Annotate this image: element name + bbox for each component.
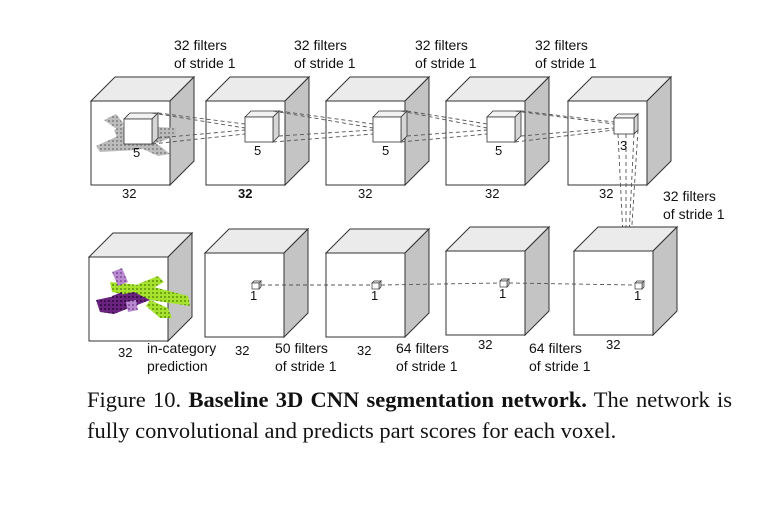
- caption-body: The network is fully convolutional and p…: [87, 387, 733, 443]
- kernel-cube-bottom-3: [499, 278, 510, 288]
- bottom-kernel-label-1: 1: [250, 288, 257, 303]
- top-size-label-4: 32: [485, 186, 499, 201]
- side-filter-label-line1: 32 filters: [663, 188, 716, 204]
- caption-title: Baseline 3D CNN segmentation network.: [188, 387, 587, 412]
- receptive-field-lines-top: [151, 110, 615, 145]
- top-kernel-label-1: 5: [133, 145, 140, 160]
- kernel-cube-top-5: [613, 113, 639, 135]
- bottom-filter-label-1-line1: 50 filters: [275, 340, 328, 356]
- side-filter-label-line2: of stride 1: [663, 206, 725, 222]
- bottom-cube-2: [203, 227, 310, 339]
- kernel-cube-bottom-2: [371, 280, 382, 290]
- cnn-diagram: 32 filters of stride 1 32 filters of str…: [87, 37, 725, 374]
- kernel-cube-top-1: [123, 112, 159, 145]
- top-filter-label-2-line2: of stride 1: [294, 55, 356, 71]
- top-filter-label-2-line1: 32 filters: [294, 37, 347, 53]
- top-size-label-2: 32: [238, 186, 252, 201]
- top-filter-label-1-line1: 32 filters: [174, 37, 227, 53]
- top-kernel-label-4: 5: [495, 143, 502, 158]
- bottom-cube-5: [572, 225, 679, 337]
- top-cube-2: [204, 75, 311, 187]
- kernel-cube-bottom-1: [251, 280, 262, 290]
- kernel-cube-bottom-4: [634, 280, 645, 290]
- bottom-size-label-1: 32: [118, 345, 132, 360]
- bottom-filter-label-2-line2: of stride 1: [396, 358, 458, 374]
- top-filter-label-4-line2: of stride 1: [535, 55, 597, 71]
- top-size-label-5: 32: [599, 186, 613, 201]
- bottom-size-label-2: 32: [235, 343, 249, 358]
- top-size-label-1: 32: [122, 186, 136, 201]
- bottom-filter-label-1-line2: of stride 1: [275, 358, 337, 374]
- top-filter-label-3-line2: of stride 1: [415, 55, 477, 71]
- bottom-size-label-4: 32: [478, 337, 492, 352]
- bottom-kernel-label-2: 1: [371, 288, 378, 303]
- receptive-field-lines-bottom: [261, 282, 636, 286]
- bottom-kernel-label-4: 1: [634, 288, 641, 303]
- prediction-label-line1: in-category: [147, 340, 216, 356]
- top-filter-label-4-line1: 32 filters: [535, 37, 588, 53]
- kernel-cube-top-2: [244, 110, 280, 143]
- caption-prefix: Figure 10.: [87, 387, 182, 412]
- bottom-size-label-3: 32: [357, 343, 371, 358]
- bottom-kernel-label-3: 1: [499, 286, 506, 301]
- top-kernel-label-3: 5: [382, 143, 389, 158]
- top-filter-label-1-line2: of stride 1: [174, 55, 236, 71]
- bottom-cube-3: [324, 227, 431, 339]
- kernel-cube-top-4: [486, 110, 522, 143]
- figure-caption: Figure 10. Baseline 3D CNN segmentation …: [87, 384, 732, 446]
- top-kernel-label-5: 3: [620, 138, 627, 153]
- top-filter-label-3-line1: 32 filters: [415, 37, 468, 53]
- bottom-cube-4: [444, 225, 551, 337]
- kernel-cube-top-3: [372, 110, 408, 143]
- top-kernel-label-2: 5: [254, 143, 261, 158]
- bottom-filter-label-3-line2: of stride 1: [529, 358, 591, 374]
- bottom-filter-label-3-line1: 64 filters: [529, 340, 582, 356]
- prediction-label-line2: prediction: [147, 358, 208, 374]
- bottom-filter-label-2-line1: 64 filters: [396, 340, 449, 356]
- bottom-size-label-5: 32: [606, 337, 620, 352]
- voxel-airplane-segmented: [96, 268, 190, 318]
- top-size-label-3: 32: [358, 186, 372, 201]
